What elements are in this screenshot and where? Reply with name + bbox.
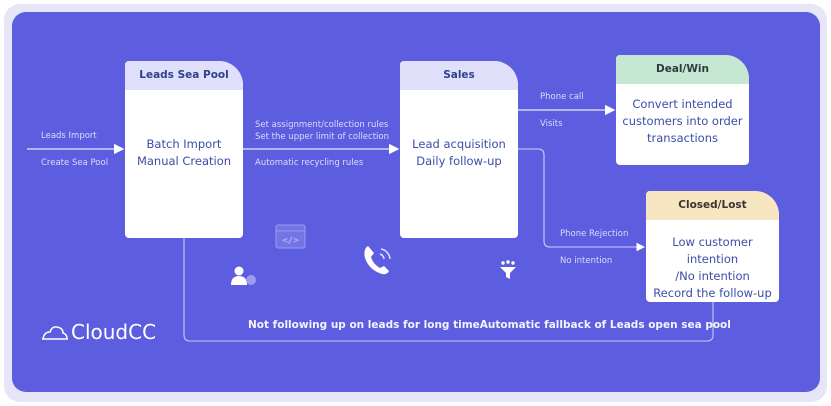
node-line: Manual Creation bbox=[136, 154, 232, 168]
node-body: Convert intended customers into order tr… bbox=[616, 96, 749, 147]
node-title: Sales bbox=[400, 61, 518, 90]
logo-text: CloudCC bbox=[71, 320, 157, 344]
node-line: /No intention bbox=[675, 269, 750, 283]
node-body: Lead acquisition Daily follow-up bbox=[400, 136, 518, 170]
edge-label: Leads Import bbox=[41, 131, 97, 141]
code-window-icon: </> bbox=[275, 224, 306, 249]
funnel-icon bbox=[500, 260, 516, 279]
edge-label: Visits bbox=[540, 119, 563, 129]
node-leads-sea-pool: Leads Sea Pool Batch Import Manual Creat… bbox=[125, 61, 243, 238]
node-title: Leads Sea Pool bbox=[125, 61, 243, 90]
node-closed-lost: Closed/Lost Low customer intention /No i… bbox=[646, 191, 779, 302]
fallback-label: Not following up on leads for long timeA… bbox=[248, 319, 731, 331]
cloudcc-logo: CloudCC bbox=[42, 320, 156, 344]
node-line: Convert intended bbox=[632, 97, 733, 111]
node-line: Lead acquisition bbox=[412, 137, 506, 151]
edge-label: Create Sea Pool bbox=[41, 158, 109, 168]
node-body: Batch Import Manual Creation bbox=[125, 136, 243, 170]
edge-label: Phone Rejection bbox=[560, 229, 629, 239]
arrow-sales-to-closed bbox=[518, 148, 646, 252]
node-line: Batch Import bbox=[146, 137, 222, 151]
node-line: Low customer intention bbox=[672, 235, 753, 266]
cloud-icon bbox=[42, 326, 68, 340]
node-deal-win: Deal/Win Convert intended customers into… bbox=[616, 55, 749, 165]
edge-label: No intention bbox=[560, 256, 613, 266]
svg-text:</>: </> bbox=[282, 236, 299, 246]
edge-label: Set the upper limit of collection bbox=[255, 132, 389, 142]
node-title: Deal/Win bbox=[616, 55, 749, 84]
edge-label: Automatic recycling rules bbox=[255, 158, 364, 168]
node-title: Closed/Lost bbox=[646, 191, 779, 220]
node-body: Low customer intention /No intention Rec… bbox=[646, 234, 779, 302]
node-line: customers into order bbox=[622, 114, 743, 128]
edge-label: Phone call bbox=[540, 92, 584, 102]
phone-icon bbox=[364, 246, 391, 275]
node-sales: Sales Lead acquisition Daily follow-up bbox=[400, 61, 518, 238]
fallback-loop bbox=[183, 238, 714, 342]
user-share-icon bbox=[231, 266, 256, 285]
node-line: Record the follow-up bbox=[653, 286, 772, 300]
node-line: transactions bbox=[647, 131, 718, 145]
node-line: Daily follow-up bbox=[416, 154, 502, 168]
edge-label: Set assignment/collection rules bbox=[255, 120, 389, 130]
